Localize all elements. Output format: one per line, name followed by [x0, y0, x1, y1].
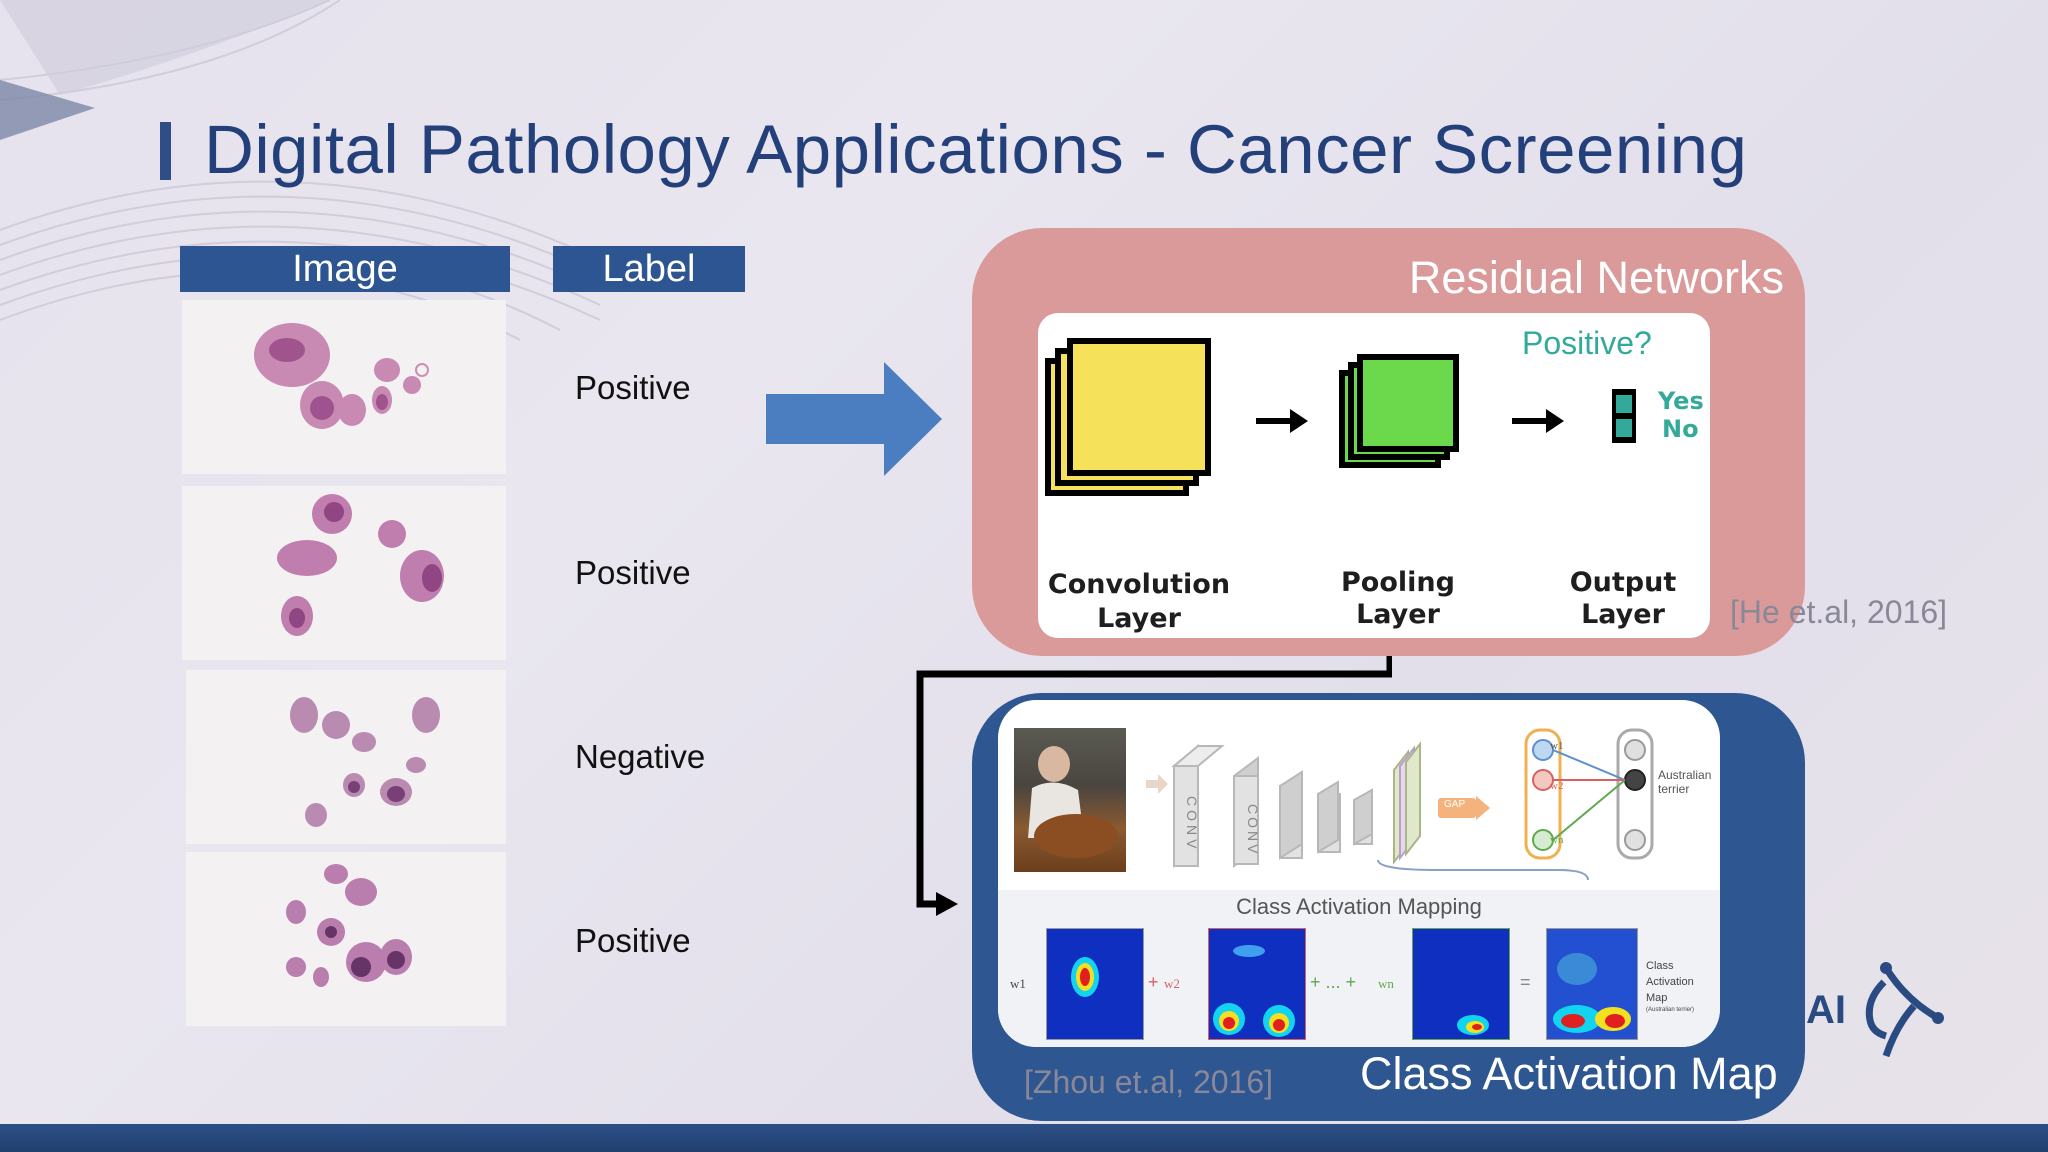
heatmap-1: [1046, 928, 1144, 1040]
cam-label-line: Activation: [1646, 976, 1694, 988]
class-activation-mapping-title: Class Activation Mapping: [1236, 894, 1482, 919]
cam-label-line: (Australian terrier): [1646, 1007, 1695, 1013]
dog-photo: [1014, 728, 1126, 872]
title-accent-bar: [160, 122, 171, 180]
conv-layer-label: Layer: [1097, 603, 1181, 634]
pathology-slide-image: [186, 670, 506, 844]
label-column-header: Label: [553, 246, 745, 292]
pooling-layer-label: Layer: [1356, 599, 1440, 630]
conv-block-label: CONV: [1184, 796, 1200, 853]
resnet-diagram: Positive? Yes No Convolution Layer Pooli…: [1038, 313, 1710, 638]
class-name-label: Australian terrier: [1658, 768, 1712, 796]
weight-w2: w2: [1550, 780, 1564, 792]
final-heatmap: [1546, 928, 1638, 1040]
gap-label: GAP: [1444, 799, 1466, 810]
ai-logo-icon: [1865, 962, 1944, 1058]
decorative-swoosh: [0, 0, 601, 341]
residual-networks-title: Residual Networks: [1408, 252, 1784, 303]
label-negative: Negative: [575, 738, 706, 775]
label-positive: Positive: [575, 922, 691, 959]
pathology-slide-image: [182, 486, 506, 660]
conv-block-label: CONV: [1245, 804, 1261, 857]
cam-label-line: Class: [1646, 960, 1674, 972]
weight-wn: wn: [1550, 834, 1564, 846]
heatmap-n: [1412, 928, 1510, 1040]
he-citation: [He et.al, 2016]: [1730, 594, 1948, 630]
ai-logo-text: AI: [1806, 988, 1846, 1032]
ellipsis-sum: + ... +: [1310, 972, 1357, 992]
pathology-slide-image: [182, 300, 506, 474]
output-layer-label: Output: [1569, 567, 1677, 598]
slide-title: Digital Pathology Applications - Cancer …: [204, 111, 1748, 188]
zhou-citation: [Zhou et.al, 2016]: [1024, 1064, 1274, 1100]
pooling-layer-label: Pooling: [1341, 567, 1455, 598]
heatmap-2: [1208, 928, 1306, 1040]
pathology-slide-image: [186, 852, 506, 1026]
weight-wn: wn: [1378, 976, 1394, 991]
class-activation-map-label: Class Activation Map (Australian terrier…: [1646, 958, 1694, 1014]
plus-sign: +: [1148, 972, 1159, 992]
conv-layer-label: Convolution: [1047, 569, 1231, 600]
label-positive: Positive: [575, 554, 691, 591]
output-layer-label: Layer: [1581, 599, 1665, 630]
class-activation-map-title: Class Activation Map: [1360, 1048, 1778, 1099]
weight-w1: w1: [1010, 976, 1026, 991]
output-yes: Yes: [1658, 387, 1704, 415]
cam-label-line: Map: [1646, 992, 1668, 1004]
output-no: No: [1662, 415, 1699, 443]
image-column-header: Image: [180, 246, 510, 292]
weight-w2: w2: [1164, 976, 1180, 991]
label-positive: Positive: [575, 369, 691, 406]
footer-bar: [0, 1124, 2048, 1152]
weight-w1: w1: [1550, 740, 1564, 752]
connector-arrow: [916, 656, 1392, 916]
cam-diagram: CONV CONV GAP w1 w2 wn Australian terrie…: [998, 700, 1720, 1047]
right-arrow-icon: [766, 362, 942, 476]
equals-sign: =: [1520, 972, 1531, 992]
positive-question: Positive?: [1522, 325, 1652, 361]
